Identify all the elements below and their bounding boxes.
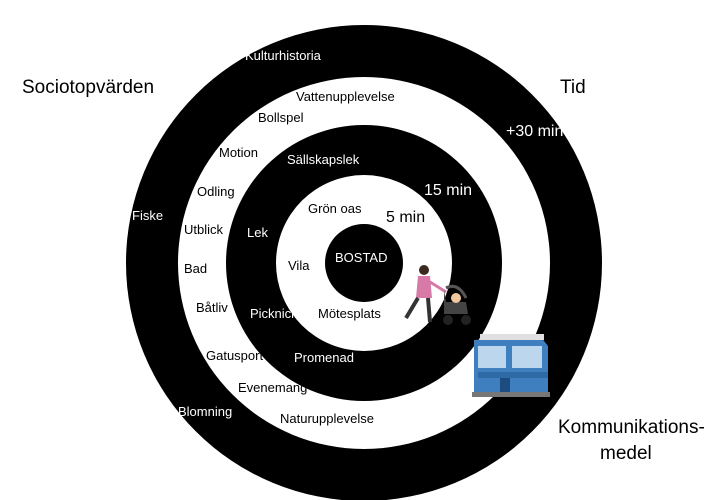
- zone15-item: Promenad: [294, 350, 354, 365]
- zone30-item: Evenemang: [238, 380, 308, 395]
- zone30plus-item: Blomning: [178, 404, 233, 419]
- center-label: BOSTAD: [335, 250, 388, 265]
- zone30-item: Odling: [197, 184, 235, 199]
- time-5min: 5 min: [386, 209, 426, 226]
- time-label: Tid: [560, 77, 586, 98]
- time-30min: 30 min: [466, 151, 515, 168]
- communication-label-line1: Kommunikations-: [558, 417, 705, 438]
- zone15-item: Lek: [247, 225, 268, 240]
- zone30-item: Naturupplevelse: [280, 411, 374, 426]
- person-with-stroller-icon: [404, 265, 471, 325]
- time-30plus: +30 min: [506, 123, 564, 140]
- zone30-item: Gatusport: [206, 348, 264, 363]
- tram-icon: [472, 334, 550, 397]
- zone30-item: Motion: [219, 145, 259, 160]
- zone30plus-item: Kulturhistoria: [245, 48, 321, 63]
- sociotop-values-label: Sociotopvärden: [22, 77, 155, 98]
- zone30-item: Vattenupplevelse: [296, 89, 395, 104]
- zone30-item: Utblick: [184, 222, 224, 237]
- zone15-item: Sällskapslek: [287, 152, 360, 167]
- zone30plus-item: Fiske: [132, 208, 164, 223]
- zone5-item: Grön oas: [308, 201, 362, 216]
- zone30-item: Båtliv: [196, 300, 228, 315]
- zone5-item: Vila: [288, 258, 310, 273]
- time-15min: 15 min: [424, 182, 473, 199]
- communication-label-line2: medel: [600, 443, 652, 464]
- center-circle: [325, 224, 403, 302]
- zone5-item: Mötesplats: [318, 306, 381, 321]
- zone15-item: Picknick: [250, 306, 298, 321]
- zone30-item: Bad: [184, 261, 208, 276]
- zone30-item: Bollspel: [258, 110, 304, 125]
